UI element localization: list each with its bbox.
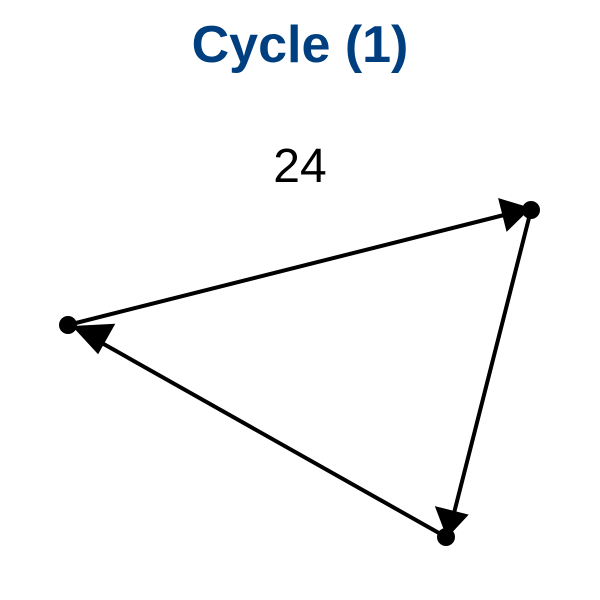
edge-b-c <box>451 208 533 519</box>
diagram-subtitle: 24 <box>273 140 327 193</box>
edge-c-a <box>91 336 448 539</box>
edges <box>66 198 533 539</box>
node-b <box>522 201 540 219</box>
edge-a-b <box>66 212 510 327</box>
nodes <box>59 201 540 546</box>
diagram-title: Cycle (1) <box>191 16 409 74</box>
node-a <box>59 316 77 334</box>
node-c <box>437 528 455 546</box>
arrowhead-b-c <box>434 506 469 538</box>
arrowhead-c-a <box>72 323 116 355</box>
